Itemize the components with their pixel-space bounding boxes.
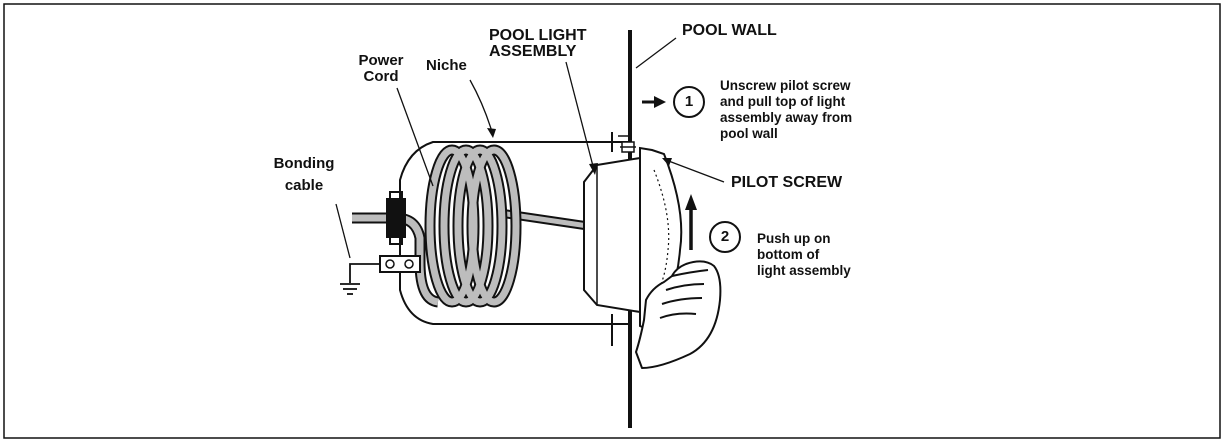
niche-label: Niche bbox=[426, 57, 467, 74]
step-1-text-line4: pool wall bbox=[720, 126, 778, 141]
power-cord-leader bbox=[396, 87, 434, 187]
pilot-screw-label: PILOT SCREW bbox=[731, 174, 843, 191]
pool-light-assembly-label-line2: ASSEMBLY bbox=[489, 43, 577, 60]
pool-wall-leader bbox=[635, 37, 677, 69]
up-arrow-icon bbox=[685, 194, 697, 250]
power-cord-label-line2: Cord bbox=[363, 68, 399, 85]
ground-symbol-icon bbox=[340, 283, 360, 295]
bonding-cable-label-line2: cable bbox=[284, 177, 324, 194]
bonding-cable-label-line1: Bonding bbox=[273, 155, 335, 172]
step-1-number: 1 bbox=[673, 86, 705, 118]
niche-leader bbox=[469, 79, 494, 136]
step-1-text-line3: assembly away from bbox=[720, 110, 853, 125]
power-cord-coils bbox=[414, 144, 522, 308]
light-assembly-housing bbox=[583, 156, 641, 314]
step-2-text-line3: light assembly bbox=[757, 263, 851, 278]
hand-icon bbox=[635, 260, 722, 369]
step-1-text-line1: Unscrew pilot screw bbox=[720, 78, 851, 93]
pilot-screw-leader bbox=[665, 159, 725, 183]
step-2-text-line1: Push up on bbox=[757, 231, 831, 246]
pilot-screw-leader-arrowhead bbox=[662, 158, 672, 166]
step-2-text-line2: bottom of bbox=[757, 247, 820, 262]
niche-leader-arrowhead bbox=[487, 128, 496, 138]
right-arrow-icon bbox=[642, 96, 666, 108]
power-cord-label-line1: Power bbox=[358, 52, 404, 69]
pool-light-assembly-arrowhead bbox=[589, 163, 598, 175]
bonding-cable-leader bbox=[335, 203, 351, 259]
cord-gland bbox=[386, 191, 406, 245]
pool-light-assembly-leader bbox=[565, 61, 595, 171]
step-2-number: 2 bbox=[709, 221, 741, 253]
pool-light-assembly-label-line1: POOL LIGHT bbox=[489, 27, 587, 44]
bonding-lug bbox=[349, 255, 421, 283]
pool-wall-label: POOL WALL bbox=[682, 22, 777, 39]
diagram-frame bbox=[3, 3, 1221, 439]
pilot-screw bbox=[620, 141, 636, 153]
step-1-text-line2: and pull top of light bbox=[720, 94, 846, 109]
